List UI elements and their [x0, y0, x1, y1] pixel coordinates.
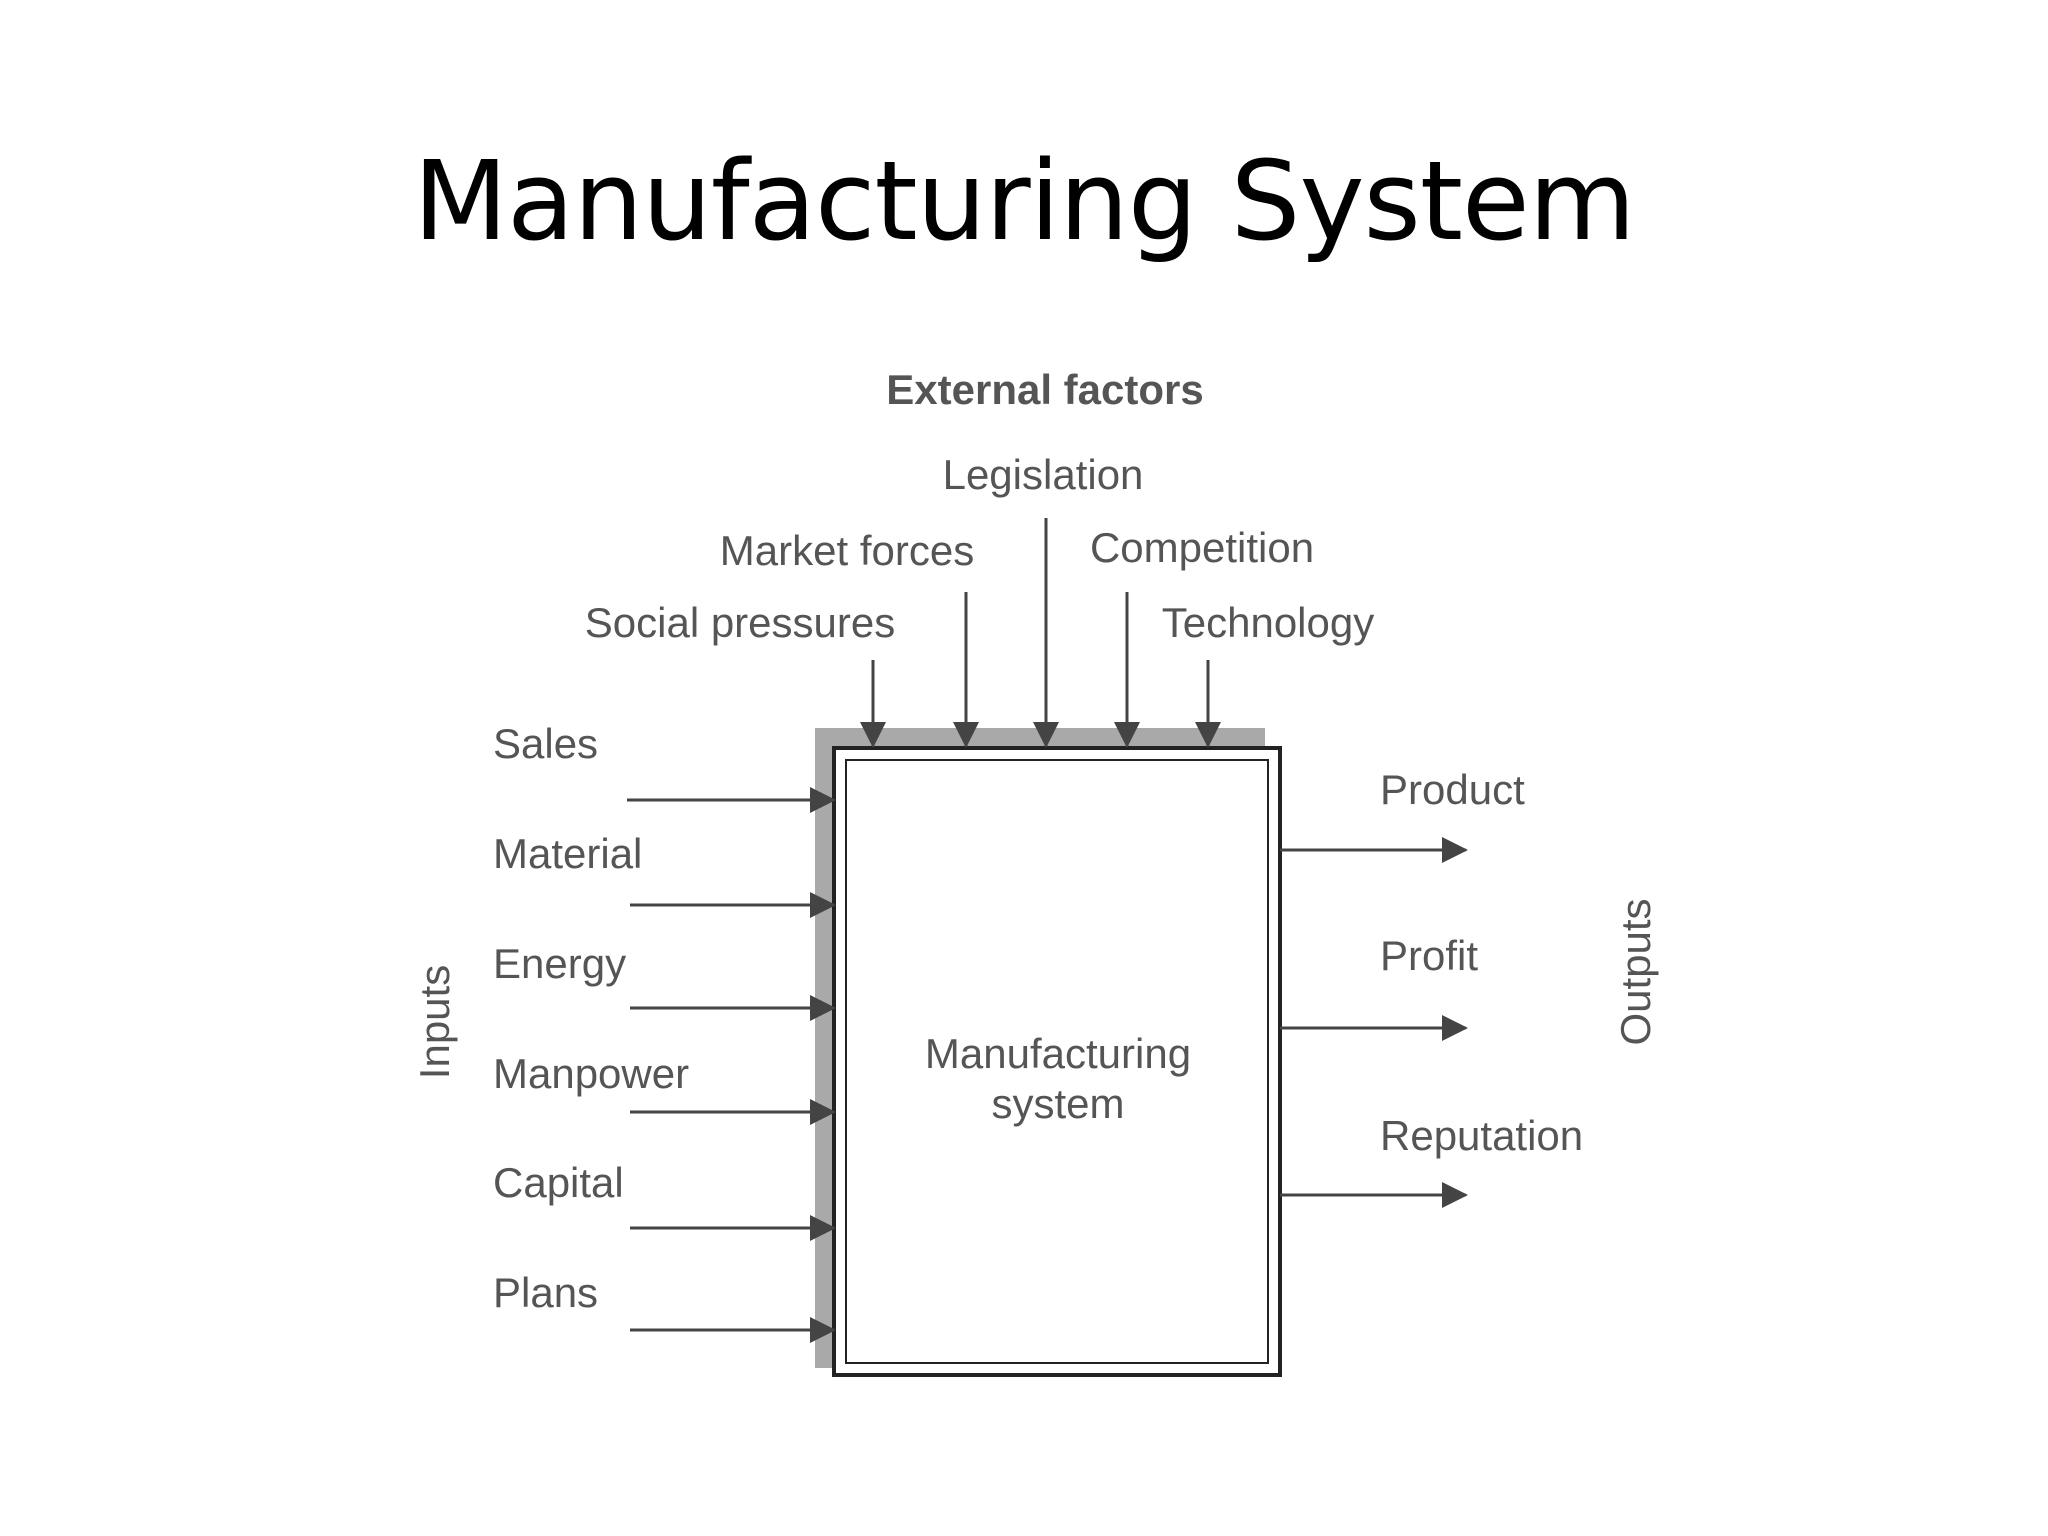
- outputs-heading: Outputs: [1612, 898, 1659, 1045]
- system-box-inner: [845, 759, 1269, 1364]
- input-manpower: Manpower: [493, 1050, 689, 1097]
- system-label-line1: Manufacturing: [925, 1030, 1191, 1077]
- system-label-line2: system: [991, 1080, 1124, 1127]
- output-profit: Profit: [1380, 932, 1478, 979]
- input-material: Material: [493, 830, 642, 877]
- factor-social-pressures: Social pressures: [585, 599, 895, 646]
- factor-competition: Competition: [1090, 524, 1314, 571]
- input-sales: Sales: [493, 720, 598, 767]
- input-energy: Energy: [493, 940, 626, 987]
- output-product: Product: [1380, 766, 1525, 813]
- factor-technology: Technology: [1162, 599, 1374, 646]
- factor-market-forces: Market forces: [720, 527, 974, 574]
- external-factors-heading: External factors: [886, 366, 1203, 413]
- slide-title: Manufacturing System: [413, 137, 1636, 265]
- inputs-heading: Inputs: [411, 965, 458, 1079]
- input-capital: Capital: [493, 1159, 624, 1206]
- output-reputation: Reputation: [1380, 1112, 1583, 1159]
- factor-legislation: Legislation: [943, 451, 1144, 498]
- input-plans: Plans: [493, 1269, 598, 1316]
